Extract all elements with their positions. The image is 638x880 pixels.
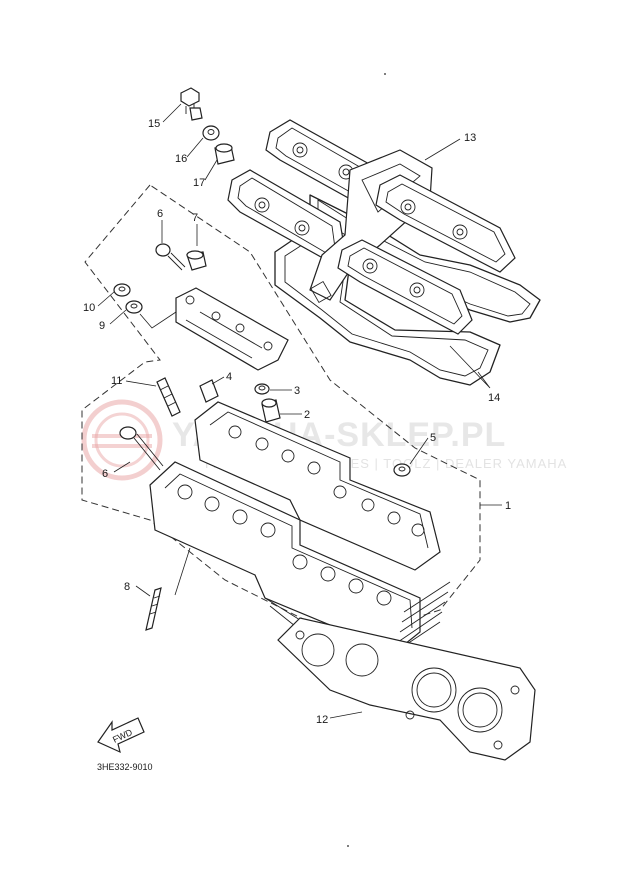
callout-14: 14 [488,392,500,404]
washer-9 [125,300,143,314]
grommet-5 [393,463,411,477]
cover-bolt [180,87,203,121]
cylinder-head-gasket [277,617,536,761]
callout-2: 2 [304,409,310,421]
head-bolt-6-lower [119,426,164,471]
callout-8: 8 [124,581,130,593]
callout-15: 15 [148,118,160,130]
callout-6-upper: 6 [157,208,163,220]
callout-3: 3 [294,385,300,397]
grommet-2 [261,398,281,423]
callout-9: 9 [99,320,105,332]
cover-grommet [214,143,235,165]
assembly-boundary-dashed [81,184,481,641]
spark-plug-11 [156,377,181,417]
callout-10: 10 [83,302,95,314]
camshaft-cap [175,287,289,371]
grommet-3 [254,383,270,395]
stud-bolt-8 [145,587,162,631]
cylinder-head [149,401,451,669]
cover-washer [202,125,220,141]
leader-lines [97,103,502,719]
valve-cover [227,119,516,335]
dowel-pin-4 [199,379,219,403]
callout-16: 16 [175,153,187,165]
callout-12: 12 [316,714,328,726]
callout-4: 4 [226,371,232,383]
callout-1: 1 [505,500,511,512]
plug-7 [186,250,207,271]
callout-5: 5 [430,432,436,444]
forward-direction-arrow: FWD [97,717,145,754]
callout-7: 7 [192,212,198,224]
washer-10 [113,283,131,297]
diagram-code: 3HE332-9010 [97,762,153,772]
cap-bolt-6-upper [155,243,186,271]
callout-13: 13 [464,132,476,144]
callout-6-lower: 6 [102,468,108,480]
callout-labels: 15 16 17 13 6 7 10 9 4 3 2 11 14 6 5 1 8… [83,118,511,726]
scan-specks [347,73,386,847]
callout-11: 11 [111,375,122,387]
callout-17: 17 [193,177,205,189]
